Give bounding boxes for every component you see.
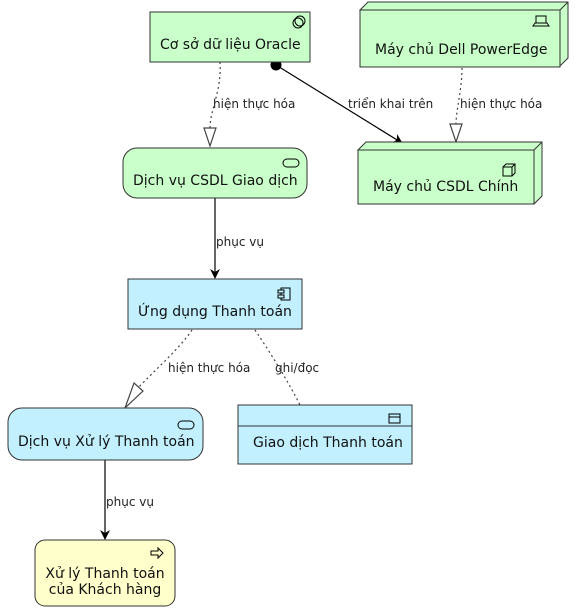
node-payment-processing-service[interactable]: Dịch vụ Xử lý Thanh toán [7,407,204,461]
node-db-service[interactable]: Dịch vụ CSDL Giao dịch [122,147,308,199]
edge-label: hiện thực hóa [213,97,295,111]
component-icon [277,287,291,301]
node-main-db-server[interactable]: Máy chủ CSDL Chính [357,141,543,205]
data-object-icon [388,413,401,424]
node-label: Máy chủ Dell PowerEdge [375,42,547,58]
system-software-icon [292,15,306,29]
edge-service-serves-process: phục vụ [100,460,154,540]
node-payment-transaction-data[interactable]: Giao dịch Thanh toán [237,404,413,465]
edge-label: ghi/đọc [275,361,319,375]
edge-label: hiện thực hóa [460,97,542,111]
edge-app-realizes-payment-service: hiện thực hóa [124,329,250,409]
edge-oracle-realizes-db-service: hiện thực hóa [203,61,295,148]
node-label: Cơ sở dữ liệu Oracle [160,37,301,53]
node-label-line-1: Xử lý Thanh toán [45,566,164,582]
edge-db-service-serves-app: phục vụ [210,198,264,279]
node-icon [502,163,516,177]
edge-label: triển khai trên [348,97,433,111]
node-payment-application[interactable]: Ứng dụng Thanh toán [127,278,303,330]
service-icon [177,420,195,430]
edge-dell-realizes-db-server: hiện thực hóa [449,67,542,144]
edge-oracle-deployed-on-db-server: triển khai trên [270,59,433,144]
node-label: Máy chủ CSDL Chính [373,179,518,195]
node-label-line-2: của Khách hàng [49,582,161,598]
node-customer-payment-process[interactable]: Xử lý Thanh toán của Khách hàng [34,539,176,607]
process-icon [150,546,164,560]
edge-label: hiện thực hóa [168,361,250,375]
edge-label: phục vụ [106,495,154,509]
edge-app-accesses-payment-data: ghi/đọc [254,329,319,406]
node-label: Dịch vụ CSDL Giao dịch [133,173,298,189]
service-icon [282,158,300,168]
edge-label: phục vụ [216,235,264,249]
node-label: Ứng dụng Thanh toán [138,302,292,320]
device-icon [532,15,550,27]
node-label: Giao dịch Thanh toán [253,435,403,451]
node-oracle-database[interactable]: Cơ sở dữ liệu Oracle [149,11,311,63]
node-label: Dịch vụ Xử lý Thanh toán [18,434,195,450]
node-dell-poweredge[interactable]: Máy chủ Dell PowerEdge [359,1,569,68]
